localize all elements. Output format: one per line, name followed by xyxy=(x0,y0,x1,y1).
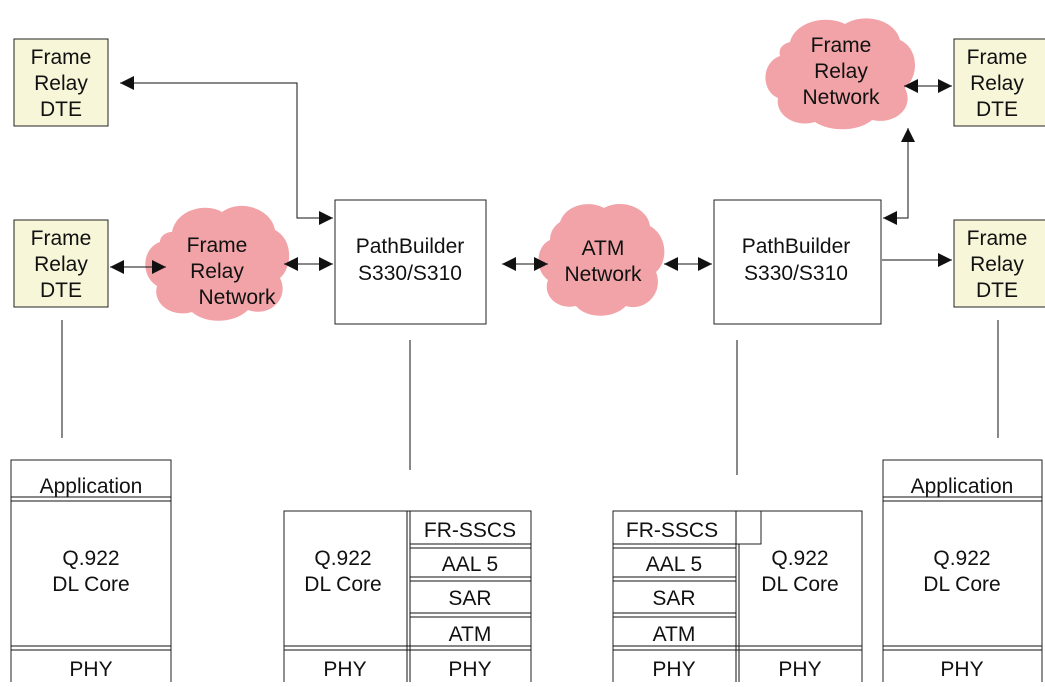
atm-network-cloud: ATM Network xyxy=(538,204,665,316)
dte-label-line3: DTE xyxy=(40,279,82,302)
dte-middle-right: Frame Relay DTE xyxy=(953,219,1045,308)
stack-phy-label: PHY xyxy=(323,658,366,681)
stack-left-pathbuilder: Q.922 DL Core FR-SSCS AAL 5 SAR ATM PHY … xyxy=(283,510,532,687)
stack-q922-label: Q.922 xyxy=(771,547,828,570)
stack-fr-sscs-label: FR-SSCS xyxy=(626,519,718,542)
stack-atm-label: ATM xyxy=(449,623,492,646)
stack-phy-label: PHY xyxy=(778,658,821,681)
stack-dlcore-label: DL Core xyxy=(52,573,129,596)
stack-phy-label: PHY xyxy=(652,658,695,681)
stack-q922-label: Q.922 xyxy=(314,547,371,570)
cloud-label-line2: Relay xyxy=(190,260,244,283)
stack-sar-label: SAR xyxy=(448,587,491,610)
stack-aal5-label: AAL 5 xyxy=(646,553,702,576)
dte-label-line3: DTE xyxy=(40,98,82,121)
stack-q922-label: Q.922 xyxy=(933,547,990,570)
atm-label-line1: ATM xyxy=(582,237,625,260)
stack-right-pathbuilder: FR-SSCS AAL 5 SAR ATM Q.922 DL Core PHY … xyxy=(612,510,863,687)
cloud-label-line3: Network xyxy=(802,86,880,109)
stack-dlcore-label: DL Core xyxy=(761,573,838,596)
pathbuilder-label-line1: PathBuilder xyxy=(356,235,465,258)
dte-label-line2: Relay xyxy=(970,72,1024,95)
dte-label-line1: Frame xyxy=(31,227,92,250)
cloud-label-line1: Frame xyxy=(811,34,872,57)
stack-phy-label: PHY xyxy=(69,658,112,681)
dte-label-line3: DTE xyxy=(976,98,1018,121)
dte-label-line2: Relay xyxy=(34,253,88,276)
stack-dlcore-label: DL Core xyxy=(923,573,1000,596)
connector-pathbuilder-cloud-top xyxy=(883,128,915,225)
dte-label-line1: Frame xyxy=(967,46,1028,69)
dte-label-line2: Relay xyxy=(34,72,88,95)
pathbuilder-label-line2: S330/S310 xyxy=(744,262,848,285)
cloud-label-line1: Frame xyxy=(187,234,248,257)
stack-right-dte: Application Q.922 DL Core PHY xyxy=(882,459,1043,687)
connectors xyxy=(61,76,999,475)
cloud-label-line2: Relay xyxy=(814,60,868,83)
dte-label-line3: DTE xyxy=(976,279,1018,302)
stack-left-dte: Application Q.922 DL Core PHY xyxy=(10,459,172,687)
dte-middle-left: Frame Relay DTE xyxy=(13,219,109,308)
stack-application-label: Application xyxy=(911,475,1014,498)
connector-dte-top-left xyxy=(120,76,333,225)
pathbuilder-label-line1: PathBuilder xyxy=(742,235,851,258)
stack-fr-sscs-label: FR-SSCS xyxy=(424,519,516,542)
stack-sar-label: SAR xyxy=(652,587,695,610)
dte-label-line1: Frame xyxy=(967,227,1028,250)
dte-top-right: Frame Relay DTE xyxy=(953,38,1045,127)
stack-phy-label: PHY xyxy=(448,658,491,681)
frame-relay-network-cloud-left: Frame Relay Network xyxy=(145,205,290,321)
dte-top-left: Frame Relay DTE xyxy=(13,38,109,127)
stack-phy-label: PHY xyxy=(940,658,983,681)
pathbuilder-left: PathBuilder S330/S310 xyxy=(334,199,487,325)
pathbuilder-label-line2: S330/S310 xyxy=(358,262,462,285)
atm-label-line2: Network xyxy=(564,263,642,286)
dte-label-line2: Relay xyxy=(970,253,1024,276)
stack-atm-label: ATM xyxy=(653,623,696,646)
pathbuilder-right: PathBuilder S330/S310 xyxy=(713,199,882,325)
frame-relay-network-cloud-top-right: Frame Relay Network xyxy=(765,18,916,130)
stack-q922-label: Q.922 xyxy=(62,547,119,570)
stack-dlcore-label: DL Core xyxy=(304,573,381,596)
dte-label-line1: Frame xyxy=(31,46,92,69)
cloud-label-line3: Network xyxy=(198,286,276,309)
stack-aal5-label: AAL 5 xyxy=(442,553,498,576)
stack-application-label: Application xyxy=(40,475,143,498)
